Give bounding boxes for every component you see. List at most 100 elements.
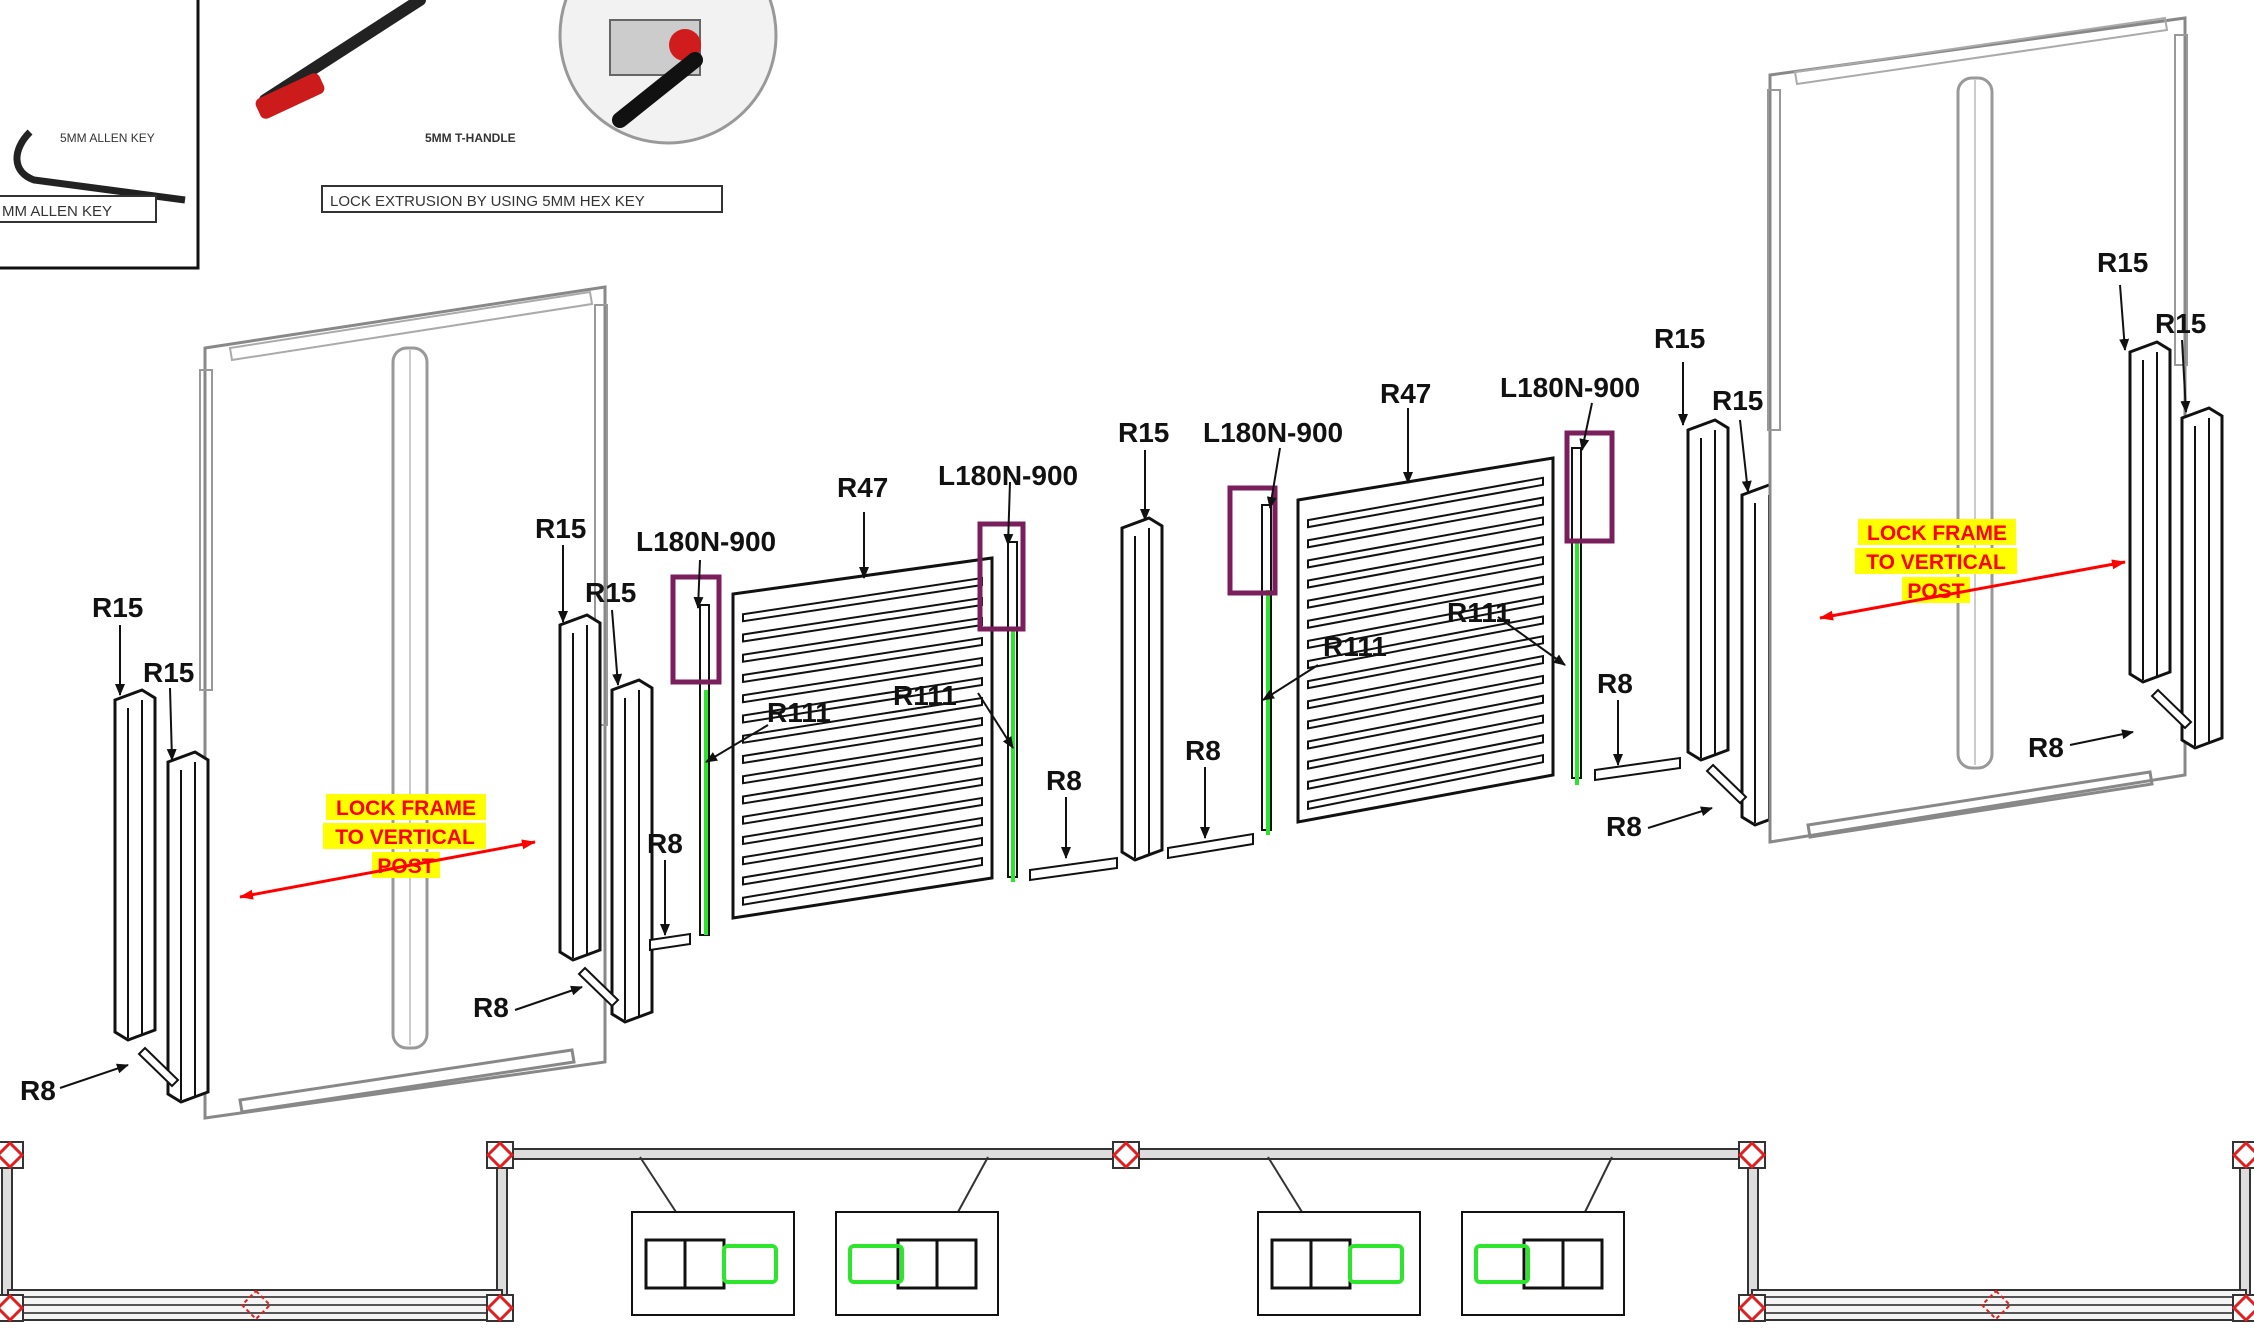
label-r8-center-left: R8	[473, 992, 509, 1023]
l180-strip-3	[1227, 485, 1278, 835]
clip-box-3	[1227, 485, 1278, 596]
louver-slat	[1307, 496, 1544, 549]
louver-slat	[742, 676, 983, 724]
louver-slat	[742, 796, 983, 846]
lock-right-arrow	[1819, 559, 2126, 621]
louver-slat	[1307, 555, 1544, 609]
plan-bottom-rail-right	[1751, 1289, 2247, 1321]
louver-slat	[742, 816, 983, 866]
post-marker-icon	[1737, 1293, 1767, 1323]
extrusion-profile-icon	[631, 1211, 795, 1316]
louver-slat	[1307, 635, 1544, 690]
rail-marker-icon	[240, 1289, 272, 1321]
label-r15-right-1: R15	[2097, 247, 2148, 278]
post-marker-icon	[1737, 1140, 1767, 1170]
label-r8-center-right: R8	[1606, 811, 1642, 842]
lock-left-arrow	[239, 839, 536, 900]
label-l180-2: L180N-900	[938, 460, 1078, 491]
lock-left-line1: LOCK FRAME	[336, 797, 476, 820]
label-l180-4: L180N-900	[1500, 372, 1640, 403]
center-right-r8-clip	[1705, 763, 1748, 805]
r8-bar-3	[1167, 832, 1254, 860]
post-marker-icon	[1111, 1140, 1141, 1170]
label-r8-bar-3: R8	[1185, 735, 1221, 766]
right-r15-extrusion-1	[2128, 340, 2172, 684]
lock-frame-callout-left: LOCK FRAME TO VERTICAL POST	[239, 794, 536, 900]
clip-box-1	[670, 574, 722, 685]
louver-slat	[1307, 476, 1544, 529]
louver-slat	[742, 856, 983, 906]
post-marker-icon	[485, 1140, 515, 1170]
louver-slat	[742, 736, 983, 785]
clip-box-4	[1564, 430, 1615, 544]
plan-view	[0, 1140, 2254, 1323]
lock-right-line2: TO VERTICAL	[1866, 551, 2006, 574]
center-r15-extrusion	[1120, 516, 1164, 862]
louver-slat	[1307, 734, 1544, 790]
left-r8-clip	[137, 1046, 180, 1088]
center-left-r15-extrusion-2	[610, 678, 654, 1024]
center-right-r15-extrusion-1	[1686, 418, 1730, 762]
louver-slat	[1307, 674, 1544, 730]
louver-slat	[1307, 516, 1544, 569]
r8-bar-1	[649, 932, 691, 952]
label-r8-left: R8	[20, 1075, 56, 1106]
lock-extrusion-note: LOCK EXTRUSION BY USING 5MM HEX KEY	[330, 193, 645, 210]
r8-bar-4	[1594, 756, 1681, 782]
allen-key-label-box	[0, 195, 157, 223]
label-r15-center-right-1: R15	[1654, 323, 1705, 354]
plan-detail-boxes	[631, 1211, 1625, 1316]
label-r15-left-1: R15	[92, 592, 143, 623]
label-r15-center-left-1: R15	[535, 513, 586, 544]
label-r47-1: R47	[837, 472, 888, 503]
louver-slat	[1307, 694, 1544, 750]
right-r8-clip	[2150, 688, 2193, 730]
post-marker-icon	[2231, 1293, 2254, 1323]
allen-key-small-label: 5MM ALLEN KEY	[60, 131, 155, 145]
label-r8-bar-2: R8	[1046, 765, 1082, 796]
label-r111-1: R111	[767, 697, 831, 728]
label-r15-center: R15	[1118, 417, 1169, 448]
right-r15-extrusion-2	[2180, 406, 2224, 750]
r47-louver-panel-1	[731, 556, 994, 920]
post-marker-icon	[485, 1293, 515, 1323]
lock-extrusion-box	[321, 185, 723, 213]
left-r15-extrusion-1	[113, 688, 157, 1042]
left-vertical-post	[391, 346, 429, 1050]
leader-arrows	[59, 284, 2191, 1089]
label-l180-1: L180N-900	[636, 526, 776, 557]
l180-strip-1	[670, 574, 722, 936]
allen-key-label: MM ALLEN KEY	[2, 203, 112, 220]
label-r15-left-2: R15	[143, 657, 194, 688]
label-r111-4: R111	[1447, 597, 1511, 628]
label-r8-bar-1: R8	[647, 828, 683, 859]
louver-slat	[1307, 575, 1544, 629]
right-vertical-post	[1956, 76, 1994, 770]
louver-slat	[1307, 615, 1544, 670]
louver-slat	[1307, 714, 1544, 770]
label-r47-2: R47	[1380, 378, 1431, 409]
label-r15-center-right-2: R15	[1712, 385, 1763, 416]
clip-box-2	[977, 521, 1026, 632]
plan-bottom-rail-left	[7, 1289, 503, 1321]
label-r15-right-2: R15	[2155, 308, 2206, 339]
post-marker-icon	[0, 1140, 25, 1170]
lock-frame-callout-right: LOCK FRAME TO VERTICAL POST	[1819, 519, 2126, 621]
t-handle-label: 5MM T-HANDLE	[425, 131, 516, 145]
louver-slat	[1307, 536, 1544, 589]
extrusion-profile-icon	[835, 1211, 999, 1316]
louver-slat	[1307, 654, 1544, 710]
label-r15-center-left-2: R15	[585, 577, 636, 608]
l180-strip-4	[1564, 430, 1615, 785]
louver-slat	[742, 776, 983, 825]
louver-slats-1	[742, 576, 983, 906]
lock-right-line1: LOCK FRAME	[1867, 522, 2007, 545]
t-handle-shaft	[259, 0, 426, 106]
left-r15-extrusion-2	[166, 750, 210, 1104]
allen-key-icon	[13, 129, 186, 204]
center-left-r15-extrusion-1	[558, 613, 602, 962]
louver-slat	[1307, 753, 1544, 811]
louver-slat	[742, 656, 983, 704]
extrusion-profile-icon	[1461, 1211, 1625, 1316]
